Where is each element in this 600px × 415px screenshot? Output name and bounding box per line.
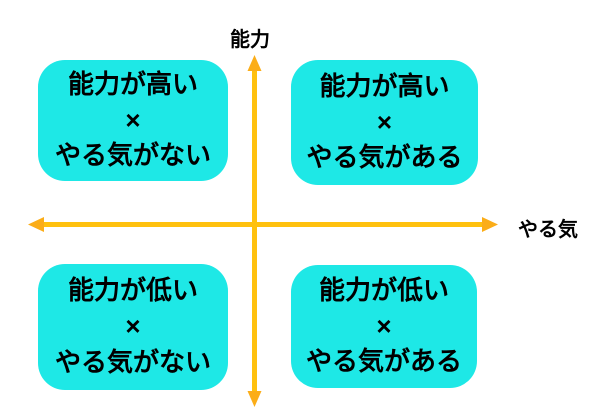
quadrant-box-top-right: 能力が高い × やる気がある [291, 60, 478, 185]
multiply-sign: × [125, 104, 141, 135]
arrow-down-icon [247, 391, 262, 407]
quadrant-text-line: やる気がない [54, 140, 211, 171]
quadrant-text-line: 能力が高い [319, 70, 450, 101]
quadrant-box-top-left: 能力が高い × やる気がない [38, 60, 228, 181]
quadrant-box-bottom-right: 能力が低い × やる気がある [291, 265, 477, 388]
quadrant-text-line: やる気がある [306, 142, 463, 173]
arrow-left-icon [28, 217, 44, 232]
quadrant-text-line: 能力が高い [67, 68, 198, 99]
multiply-sign: × [376, 310, 392, 341]
arrow-up-icon [247, 55, 262, 71]
quadrant-text-line: 能力が低い [67, 275, 198, 306]
multiply-sign: × [376, 106, 393, 137]
horizontal-axis-label: やる気 [518, 219, 578, 241]
vertical-axis-label: 能力 [230, 29, 270, 51]
arrow-right-icon [482, 217, 498, 232]
quadrant-text-line: やる気がある [305, 346, 462, 377]
quadrant-text-line: やる気がない [54, 346, 211, 377]
quadrant-box-bottom-left: 能力が低い × やる気がない [38, 264, 228, 390]
multiply-sign: × [125, 311, 141, 342]
quadrant-text-line: 能力が低い [318, 274, 449, 305]
